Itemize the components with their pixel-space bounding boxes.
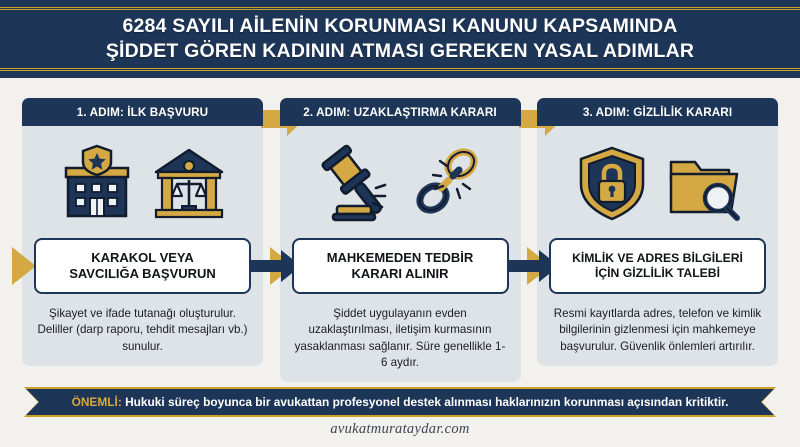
step-action-line1-3: KİMLİK VE ADRES BİLGİLERİ	[572, 250, 743, 265]
step-action-text-3: KİMLİK VE ADRES BİLGİLERİ İÇİN GİZLİLİK …	[566, 251, 749, 282]
step-icons-3	[537, 132, 778, 228]
step-band-3: 3. ADIM: GİZLİLİK KARARI	[537, 98, 778, 126]
step-band-label-2: 2. ADIM: UZAKLAŞTIRMA KARARI	[303, 105, 497, 119]
step-action-line1-1: KARAKOL VEYA	[91, 249, 194, 265]
navy-arrow-icon-2	[508, 250, 559, 282]
folder-search-icon	[669, 160, 740, 221]
ribbon-body: Hukuki süreç boyunca bir avukattan profe…	[121, 395, 729, 409]
step-icons-1	[22, 132, 263, 228]
footer-website[interactable]: avukatmurataydar.com	[330, 421, 470, 437]
step-card-1: 1. ADIM: İLK BAŞVURU	[12, 98, 301, 366]
step-action-text-1: KARAKOL VEYA SAVCILIĞA BAŞVURUN	[63, 250, 222, 283]
header-rule-bottom	[0, 68, 800, 71]
step-column-3: 3. ADIM: GİZLİLİK KARARI	[527, 98, 778, 382]
police-station-icon	[64, 144, 129, 218]
courthouse-scales-icon	[154, 148, 223, 219]
step-action-line1-2: MAHKEMEDEN TEDBİR	[326, 249, 474, 265]
step-description-2: Şiddet uygulayanın evden uzaklaştırılmas…	[294, 307, 506, 370]
step-action-box-1[interactable]: KARAKOL VEYA SAVCILIĞA BAŞVURUN	[34, 238, 251, 294]
step-action-box-2[interactable]: MAHKEMEDEN TEDBİR KARARI ALINIR	[291, 238, 509, 294]
gavel-icon	[321, 144, 387, 222]
steps-container: 1. ADIM: İLK BAŞVURU	[0, 98, 800, 382]
step-action-line2-3: İÇİN GİZLİLİK TALEBİ	[594, 266, 720, 280]
step-action-line2-2: KARARI ALINIR	[351, 266, 449, 281]
ribbon-prefix: ÖNEMLİ:	[71, 395, 122, 409]
step-action-box-3[interactable]: KİMLİK VE ADRES BİLGİLERİ İÇİN GİZLİLİK …	[549, 238, 766, 294]
page-title-line-1: 6284 SAYILI AİLENİN KORUNMASI KANUNU KAP…	[122, 15, 678, 38]
ribbon-fill: ÖNEMLİ: Hukuki süreç boyunca bir avukatt…	[26, 389, 774, 415]
step-band-1: 1. ADIM: İLK BAŞVURU	[22, 98, 263, 126]
step-column-2: 2. ADIM: UZAKLAŞTIRMA KARARI	[269, 98, 563, 382]
page-title: 6284 SAYILI AİLENİN KORUNMASI KANUNU KAP…	[66, 14, 734, 64]
step-action-text-2: MAHKEMEDEN TEDBİR KARARI ALINIR	[321, 250, 480, 283]
step-description-3: Resmi kayıtlarda adres, telefon ve kimli…	[553, 307, 762, 353]
step-column-1: 1. ADIM: İLK BAŞVURU	[12, 98, 305, 382]
step-description-1: Şikayet ve ifade tutanağı oluşturulur. D…	[37, 307, 248, 353]
page-header: 6284 SAYILI AİLENİN KORUNMASI KANUNU KAP…	[0, 0, 800, 78]
step-icons-2	[280, 132, 521, 228]
step-action-wrap-3: KİMLİK VE ADRES BİLGİLERİ İÇİN GİZLİLİK …	[527, 238, 766, 294]
step-card-3: 3. ADIM: GİZLİLİK KARARI	[527, 98, 778, 366]
ribbon-text: ÖNEMLİ: Hukuki süreç boyunca bir avukatt…	[72, 395, 729, 409]
header-rule-top	[0, 7, 800, 10]
step-action-wrap-1: KARAKOL VEYA SAVCILIĞA BAŞVURUN	[12, 238, 301, 294]
broken-chain-icon	[416, 148, 478, 214]
step-action-wrap-2: MAHKEMEDEN TEDBİR KARARI ALINIR	[269, 238, 559, 294]
shield-lock-icon	[579, 146, 644, 221]
step-band-2: 2. ADIM: UZAKLAŞTIRMA KARARI	[279, 98, 521, 126]
navy-arrow-icon-1	[251, 250, 301, 282]
step-action-line2-1: SAVCILIĞA BAŞVURUN	[69, 266, 216, 281]
important-note-ribbon: ÖNEMLİ: Hukuki süreç boyunca bir avukatt…	[24, 387, 776, 417]
gold-notch-icon-1	[12, 247, 36, 285]
step-card-2: 2. ADIM: UZAKLAŞTIRMA KARARI	[269, 98, 559, 382]
step-band-label-3: 3. ADIM: GİZLİLİK KARARI	[582, 105, 733, 119]
page-title-line-2: ŞİDDET GÖREN KADININ ATMASI GEREKEN YASA…	[105, 40, 695, 62]
step-band-label-1: 1. ADIM: İLK BAŞVURU	[76, 105, 209, 119]
